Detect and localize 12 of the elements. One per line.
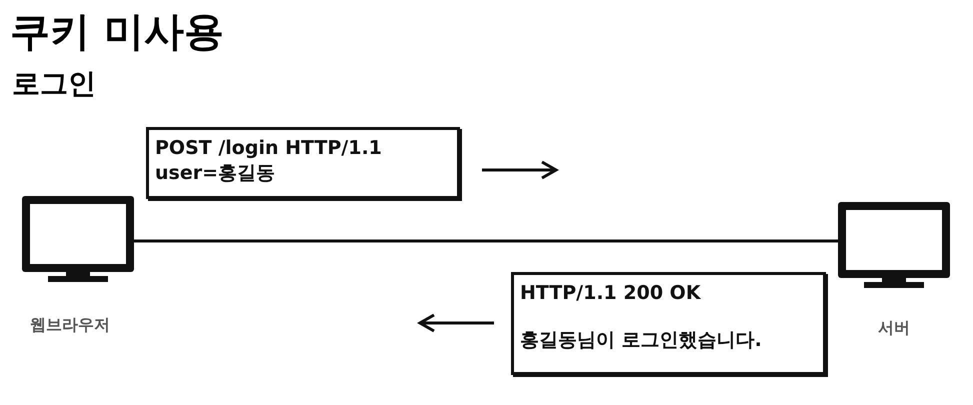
message-text: POST /login HTTP/1.1 user=홍길동 [155,136,383,186]
message-text: 홍길동님이 로그인했습니다. [520,328,763,353]
subtitle: 로그인 [12,70,96,98]
device-label: 서버 [878,318,910,339]
connection-line [134,240,838,242]
message-text: HTTP/1.1 200 OK [520,281,702,306]
device-label: 웹브라우저 [30,315,110,336]
message-box [511,272,826,375]
monitor-icon [22,196,134,282]
message-box [146,127,460,199]
title: 쿠키 미사용 [10,12,224,52]
monitor-icon [838,202,950,288]
